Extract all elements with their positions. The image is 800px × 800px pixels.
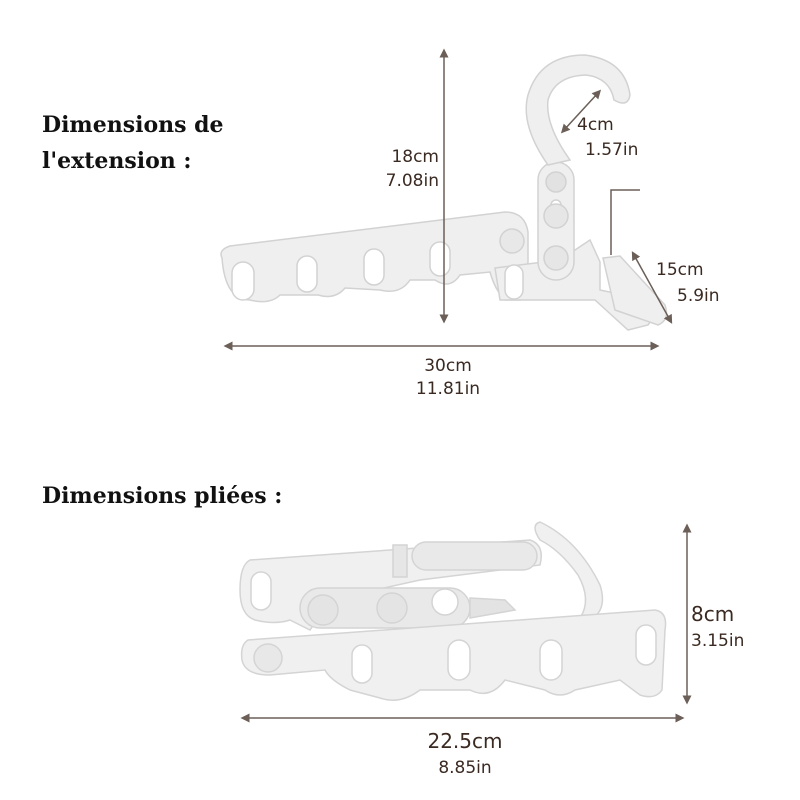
foot-bracket-line: [610, 189, 640, 255]
folded-height-cm-label: 8cm: [691, 602, 735, 626]
height-cm-label: 18cm: [391, 147, 439, 167]
hook-in-label: 1.57in: [585, 140, 639, 160]
folded-height-in-label: 3.15in: [691, 631, 745, 651]
height-in-label: 7.08in: [385, 171, 439, 191]
folded-length-in-label: 8.85in: [438, 758, 492, 778]
foot-in-label: 5.9in: [677, 286, 720, 306]
foot-dimension-line: [631, 251, 673, 324]
foot-cm-label: 15cm: [656, 260, 704, 280]
folded-heading: Dimensions pliées :: [42, 483, 283, 509]
folded-hanger-image: [239, 521, 667, 701]
length-cm-label: 30cm: [424, 356, 472, 376]
folded-length-cm-label: 22.5cm: [427, 729, 503, 753]
hook-cm-label: 4cm: [577, 115, 614, 135]
extended-heading-line2: l'extension :: [42, 148, 192, 174]
extended-heading-line1: Dimensions de: [42, 112, 224, 138]
hook-dimension-line: [560, 89, 602, 134]
length-in-label: 11.81in: [415, 379, 481, 399]
